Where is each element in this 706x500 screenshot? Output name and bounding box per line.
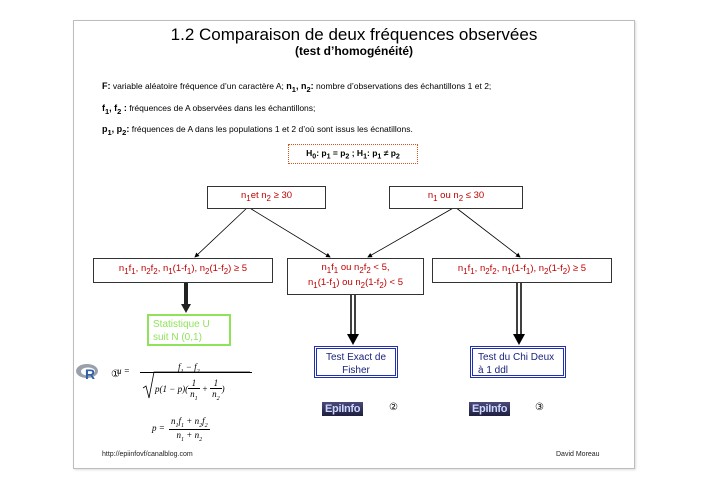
r-logo-icon: R: [76, 364, 98, 381]
result-chi-deux-line2: à 1 ddl: [478, 365, 509, 376]
formula-u-lhs: u =: [117, 366, 130, 376]
formula-p-lhs: p =: [152, 423, 165, 433]
def-n-label: n1, n2:: [286, 81, 314, 94]
definition-line-3: p1, p2: fréquences de A dans les populat…: [102, 124, 413, 137]
box-condition-center-text: n1f1 ou n2f2 < 5,n1(1-f1) ou n2(1-f2) < …: [308, 261, 403, 290]
double-arrow-right-head: [513, 334, 525, 345]
epi-marker-2: ②: [389, 402, 398, 413]
epiinfo-logo-right: EpiInfo: [469, 402, 511, 416]
result-fisher-line1: Test Exact de: [325, 352, 387, 363]
result-fisher: Test Exact de Fisher: [314, 346, 398, 378]
svg-text:R: R: [85, 366, 95, 381]
box-small-samples: n1 ou n2 ≤ 30: [389, 186, 523, 209]
connector-tl-ml: [194, 206, 249, 258]
epiinfo-logo-center: EpiInfo: [322, 402, 364, 416]
formula-u-numerator: f1 − f2: [178, 362, 200, 375]
definition-line-2: f1, f2 : fréquences de A observées dans …: [102, 103, 315, 116]
thick-arrow-left-head: [181, 304, 191, 313]
box-condition-right: n1f1, n2f2, n1(1-f1), n2(1-f2) ≥ 5: [432, 258, 612, 283]
def-n-text: nombre d’observations des échantillons 1…: [313, 81, 492, 91]
def-p1p2-text: fréquences de A dans les populations 1 e…: [129, 124, 413, 134]
def-f1f2-text: fréquences de A observées dans les échan…: [126, 103, 316, 113]
slide-title: 1.2 Comparaison de deux fréquences obser…: [170, 25, 538, 44]
connector-tr-mr: [454, 206, 521, 258]
hypothesis-text: H0: p1 = p2 ; H1: p1 ≠ p2: [306, 147, 400, 161]
footer-url: http://epiinfovf/canalblog.com: [102, 451, 193, 458]
box-condition-left-text: n1f1, n2f2, n1(1-f1), n2(1-f2) ≥ 5: [118, 263, 248, 276]
footer-author: David Moreau: [556, 451, 600, 458]
box-condition-right-text: n1f1, n2f2, n1(1-f1), n2(1-f2) ≥ 5: [457, 263, 587, 276]
def-f-label: F:: [102, 81, 111, 91]
box-large-samples-text: n1et n2 ≥ 30: [240, 190, 293, 203]
result-fisher-line2: Fisher: [342, 365, 370, 376]
result-statistique-u: Statistique U suit N (0,1): [147, 314, 231, 346]
r-marker: ①: [111, 369, 120, 380]
connector-tl-mc: [247, 206, 331, 258]
box-condition-center: n1f1 ou n2f2 < 5,n1(1-f1) ou n2(1-f2) < …: [287, 258, 424, 295]
result-statistique-u-line1: Statistique U: [153, 319, 210, 330]
hypothesis-box: H0: p1 = p2 ; H1: p1 ≠ p2: [288, 144, 418, 164]
box-large-samples: n1et n2 ≥ 30: [207, 186, 326, 209]
result-chi-deux: Test du Chi Deux à 1 ddl: [470, 346, 566, 378]
def-f1f2-label: f1, f2 :: [102, 103, 127, 116]
epi-marker-3: ③: [535, 402, 544, 413]
box-condition-left: n1f1, n2f2, n1(1-f1), n2(1-f2) ≥ 5: [93, 258, 273, 283]
def-f-text: variable aléatoire fréquence d’un caract…: [110, 81, 287, 91]
def-p1p2-label: p1, p2:: [102, 124, 130, 137]
slide-frame: [73, 20, 635, 469]
formula-u-fraction-bar: [140, 372, 252, 373]
result-chi-deux-line1: Test du Chi Deux: [478, 352, 555, 363]
connector-tr-mc: [367, 206, 456, 258]
double-arrow-center-head: [347, 334, 359, 345]
result-statistique-u-line2: suit N (0,1): [153, 332, 202, 343]
box-small-samples-text: n1 ou n2 ≤ 30: [427, 190, 485, 203]
definition-line-1: F: variable aléatoire fréquence d’un car…: [102, 81, 491, 94]
slide-subtitle: (test d’homogénéité): [294, 44, 413, 58]
